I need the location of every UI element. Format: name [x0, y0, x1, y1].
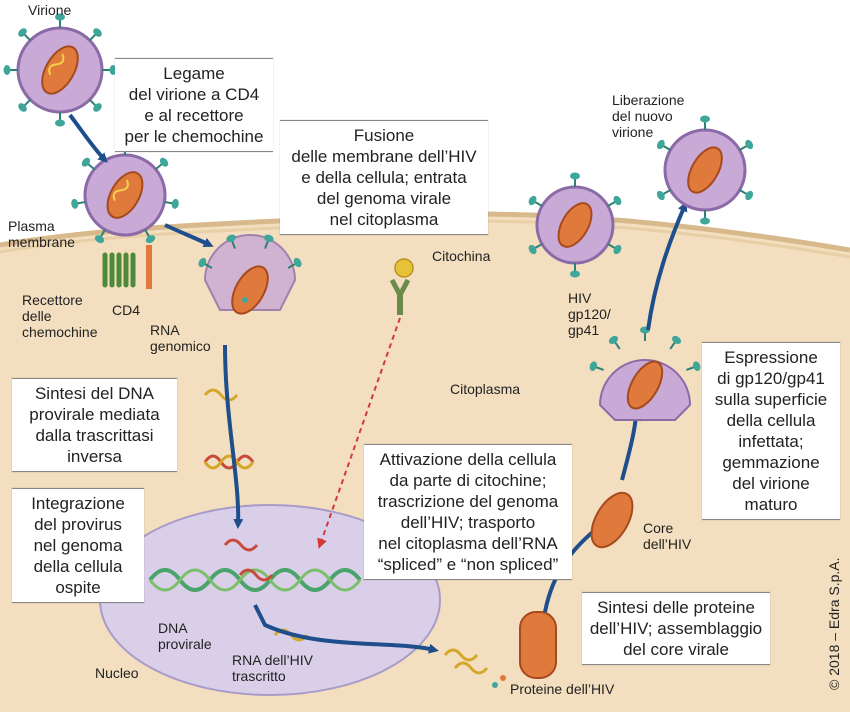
cytokine-signal-arrow: [317, 317, 401, 549]
virion-binding: [69, 139, 181, 246]
arrow-release: [646, 201, 688, 331]
cd4-receptor: [146, 245, 152, 289]
chemokine-receptor: [102, 252, 136, 288]
virion-top: [2, 12, 118, 128]
arrow-rt: [223, 344, 244, 529]
virion-released-1: [526, 171, 624, 279]
virion-budding: [587, 325, 703, 421]
arrow-fusion: [164, 223, 214, 247]
virion-fusing: [195, 232, 305, 315]
rna-genomic-strand: [203, 388, 239, 402]
proviral-dna: [223, 538, 259, 552]
label-citochina: Citochina: [432, 248, 491, 264]
viral-core: [590, 491, 634, 549]
label-citoplasma: Citoplasma: [450, 381, 521, 397]
arrow-export: [253, 604, 439, 654]
cytokine-receptor: [389, 258, 414, 315]
copyright: © 2018 – Edra S.p.A.: [826, 557, 842, 690]
label-nucleo: Nucleo: [95, 665, 139, 681]
dna-hybrid-strand: [203, 454, 255, 470]
arrow-binding: [68, 113, 108, 163]
hiv-protein: [519, 611, 557, 679]
virion-released-2: [654, 114, 756, 226]
host-genome: [148, 568, 362, 592]
label-cd4: CD4: [112, 302, 141, 318]
label-proteine: Proteine dell’HIV: [510, 681, 615, 697]
label-virione: Virione: [28, 2, 72, 18]
cytokine: [394, 258, 414, 278]
